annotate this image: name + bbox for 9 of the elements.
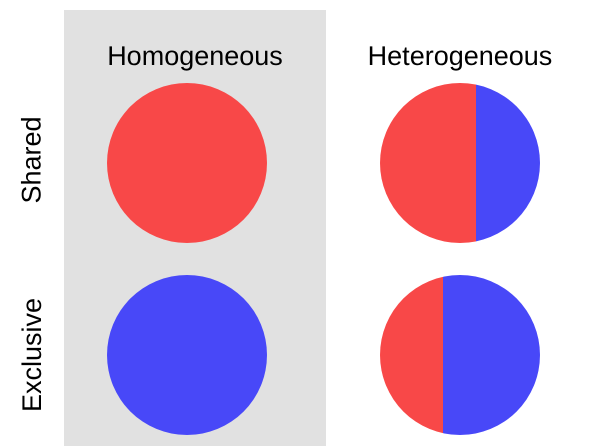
column-heading: Heterogeneous	[366, 40, 554, 72]
column-heading: Homogeneous	[106, 40, 284, 72]
split-circle	[380, 83, 540, 243]
row-heading: Exclusive	[16, 298, 48, 412]
row-heading: Shared	[16, 116, 48, 204]
shaded-column	[64, 10, 326, 446]
filled-circle	[107, 275, 267, 435]
filled-circle	[107, 83, 267, 243]
split-circle	[380, 275, 540, 435]
